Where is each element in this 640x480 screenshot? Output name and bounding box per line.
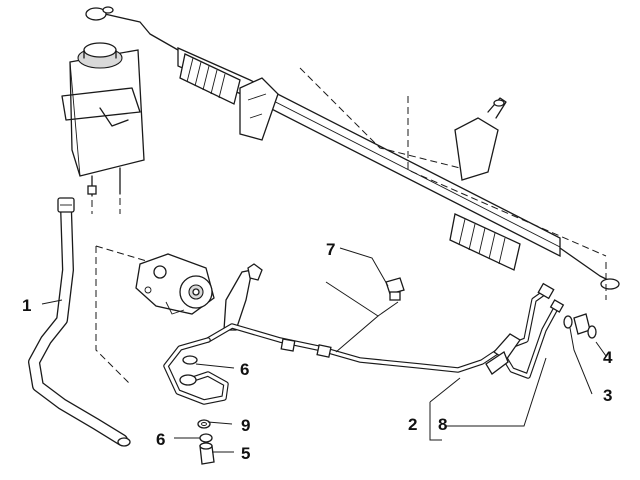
power-steering-pump [95,245,215,385]
callout-9: 9 [241,416,250,435]
callout-7: 7 [326,240,335,259]
fluid-reservoir [61,42,145,214]
callout-6-lower: 6 [156,430,165,449]
leader-lines [41,247,607,453]
bolt-7 [385,277,405,301]
seal-ring-3 [563,313,591,335]
callout-6-upper: 6 [240,360,249,379]
pressure-pipe [163,263,565,405]
callout-2: 2 [408,415,417,434]
washer-9 [197,419,211,429]
callouts: 1 2 3 4 5 6 6 7 8 9 [22,240,613,463]
callout-1: 1 [22,296,31,315]
seal-ring-4 [587,325,597,339]
union-bolt-5 [199,442,215,465]
return-hose [28,197,131,447]
callout-3: 3 [603,386,612,405]
washer-6-upper [182,355,198,365]
callout-5: 5 [241,444,250,463]
washer-6-lower [199,433,213,443]
callout-8: 8 [438,415,447,434]
callout-4: 4 [603,348,613,367]
steering-rack [85,6,620,300]
